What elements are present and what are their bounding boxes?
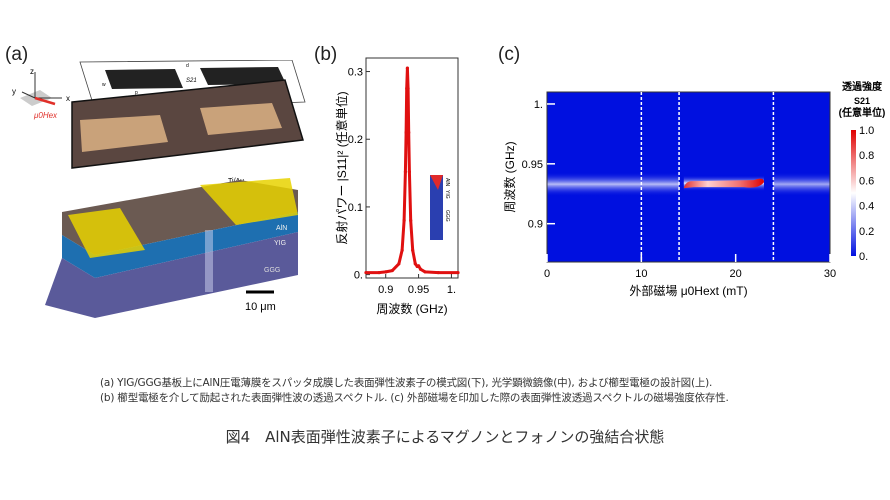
x-tick-label: 0 xyxy=(544,268,550,280)
x-axis-label: 周波数 (GHz) xyxy=(376,301,447,316)
panel-a-label: (a) xyxy=(5,44,29,65)
data-point xyxy=(409,218,413,223)
y-tick-label: 0.9 xyxy=(528,219,543,231)
x-tick-label: 1. xyxy=(447,284,456,296)
y-tick-label: 0.95 xyxy=(522,159,543,171)
data-point xyxy=(405,66,409,70)
colorbar-title: S21 xyxy=(854,96,870,106)
data-point xyxy=(384,270,388,274)
data-point xyxy=(400,248,404,252)
inset-hotspot xyxy=(430,175,443,190)
x-tick-label: 10 xyxy=(635,268,647,280)
aln-label: AlN xyxy=(276,225,287,232)
data-point xyxy=(436,270,440,275)
y-tick-label: 0.1 xyxy=(348,202,363,214)
colorbar-title: 透過強度 xyxy=(842,80,883,93)
plot-frame xyxy=(546,91,831,263)
heatmap-band xyxy=(773,172,830,197)
yig-label: YIG xyxy=(274,240,286,247)
data-point xyxy=(406,86,410,91)
colorbar-tick-label: 0.6 xyxy=(859,175,874,187)
data-point xyxy=(407,130,411,135)
inset-aln-label: AlN xyxy=(444,178,450,186)
x-tick-label: 0.95 xyxy=(408,284,429,296)
y-tick-label: 0.3 xyxy=(348,67,363,79)
caption-line-2: (b) 櫛型電極を介して励起された表面弾性波の透過スペクトル. (c) 外部磁場… xyxy=(100,392,729,404)
colorbar-tick-label: 1.0 xyxy=(859,125,874,137)
heatmap-band xyxy=(547,172,680,197)
mode-profile-inset: AlN YIG GGG xyxy=(430,175,450,240)
panel-c-label: (c) xyxy=(498,44,521,65)
x-tick-label: 20 xyxy=(730,268,742,280)
axis-z-label: z xyxy=(30,67,34,76)
data-point xyxy=(413,262,417,266)
y-axis-label: 反射パワー |S11|² (任意単位) xyxy=(334,91,349,244)
data-point xyxy=(456,270,460,275)
design-label-d: d xyxy=(186,63,189,69)
field-label: μ0Hex xyxy=(33,111,58,120)
data-point xyxy=(364,270,368,275)
colorbar-tick-label: 0.4 xyxy=(859,201,874,213)
data-point xyxy=(377,270,381,275)
y-tick-label: 0. xyxy=(354,270,363,282)
panel-b-label: (b) xyxy=(314,44,338,65)
colorbar xyxy=(851,130,856,256)
x-tick-label: 30 xyxy=(824,268,836,280)
x-axis-label: 外部磁場 μ0Hext (mT) xyxy=(629,283,747,298)
colorbar-tick-label: 0.2 xyxy=(859,226,874,238)
y-tick-label: 0.2 xyxy=(348,134,363,146)
axis-y-label: y xyxy=(12,87,16,96)
data-point xyxy=(407,170,411,174)
data-point xyxy=(411,248,415,252)
caption-line-1: (a) YIG/GGG基板上にAlN圧電薄膜をスパッタ成膜した表面弾性波素子の模… xyxy=(100,377,713,389)
data-point xyxy=(416,264,421,268)
reflection-spectrum-chart: 0. 0.1 0.2 0.3 0.9 0.95 1.周波数 (GHz) 反射パワー |S11|… xyxy=(334,57,460,316)
device-schematic: z x y μ0Hex w p d S21 Ti/Au AlN YIG GGG … xyxy=(12,60,306,318)
axis-x-label: x xyxy=(66,94,70,103)
axes-icon: z x y μ0Hex xyxy=(12,67,70,120)
ggg-label: GGG xyxy=(264,267,280,274)
x-tick-label: 0.9 xyxy=(378,284,393,296)
inset-block xyxy=(430,175,443,240)
colorbar-tick-label: 0. xyxy=(859,251,868,263)
data-point xyxy=(402,218,406,223)
data-point xyxy=(418,267,423,271)
design-label-w: w xyxy=(102,82,106,88)
design-label-p: p xyxy=(135,90,138,96)
colorbar-tick-label: 0.8 xyxy=(859,150,874,162)
idt-design: w p d xyxy=(102,63,286,96)
inset-yig-label: YIG xyxy=(444,190,450,199)
heatmap-band-strong xyxy=(683,178,764,189)
colorbar-title: (任意単位) xyxy=(839,106,886,119)
data-point xyxy=(390,268,394,273)
y-axis-label: 周波数 (GHz) xyxy=(502,141,517,212)
data-point xyxy=(404,130,408,135)
design-label-s21: S21 xyxy=(186,78,197,84)
scale-bar-label: 10 μm xyxy=(245,301,276,313)
inset-ggg-label: GGG xyxy=(444,210,450,222)
y-tick-label: 1. xyxy=(534,99,543,111)
figure-title: 図4 AlN表面弾性波素子によるマグノンとフォノンの強結合状態 xyxy=(225,428,665,446)
data-point xyxy=(403,170,408,174)
data-point xyxy=(397,262,401,266)
data-point xyxy=(423,270,427,274)
